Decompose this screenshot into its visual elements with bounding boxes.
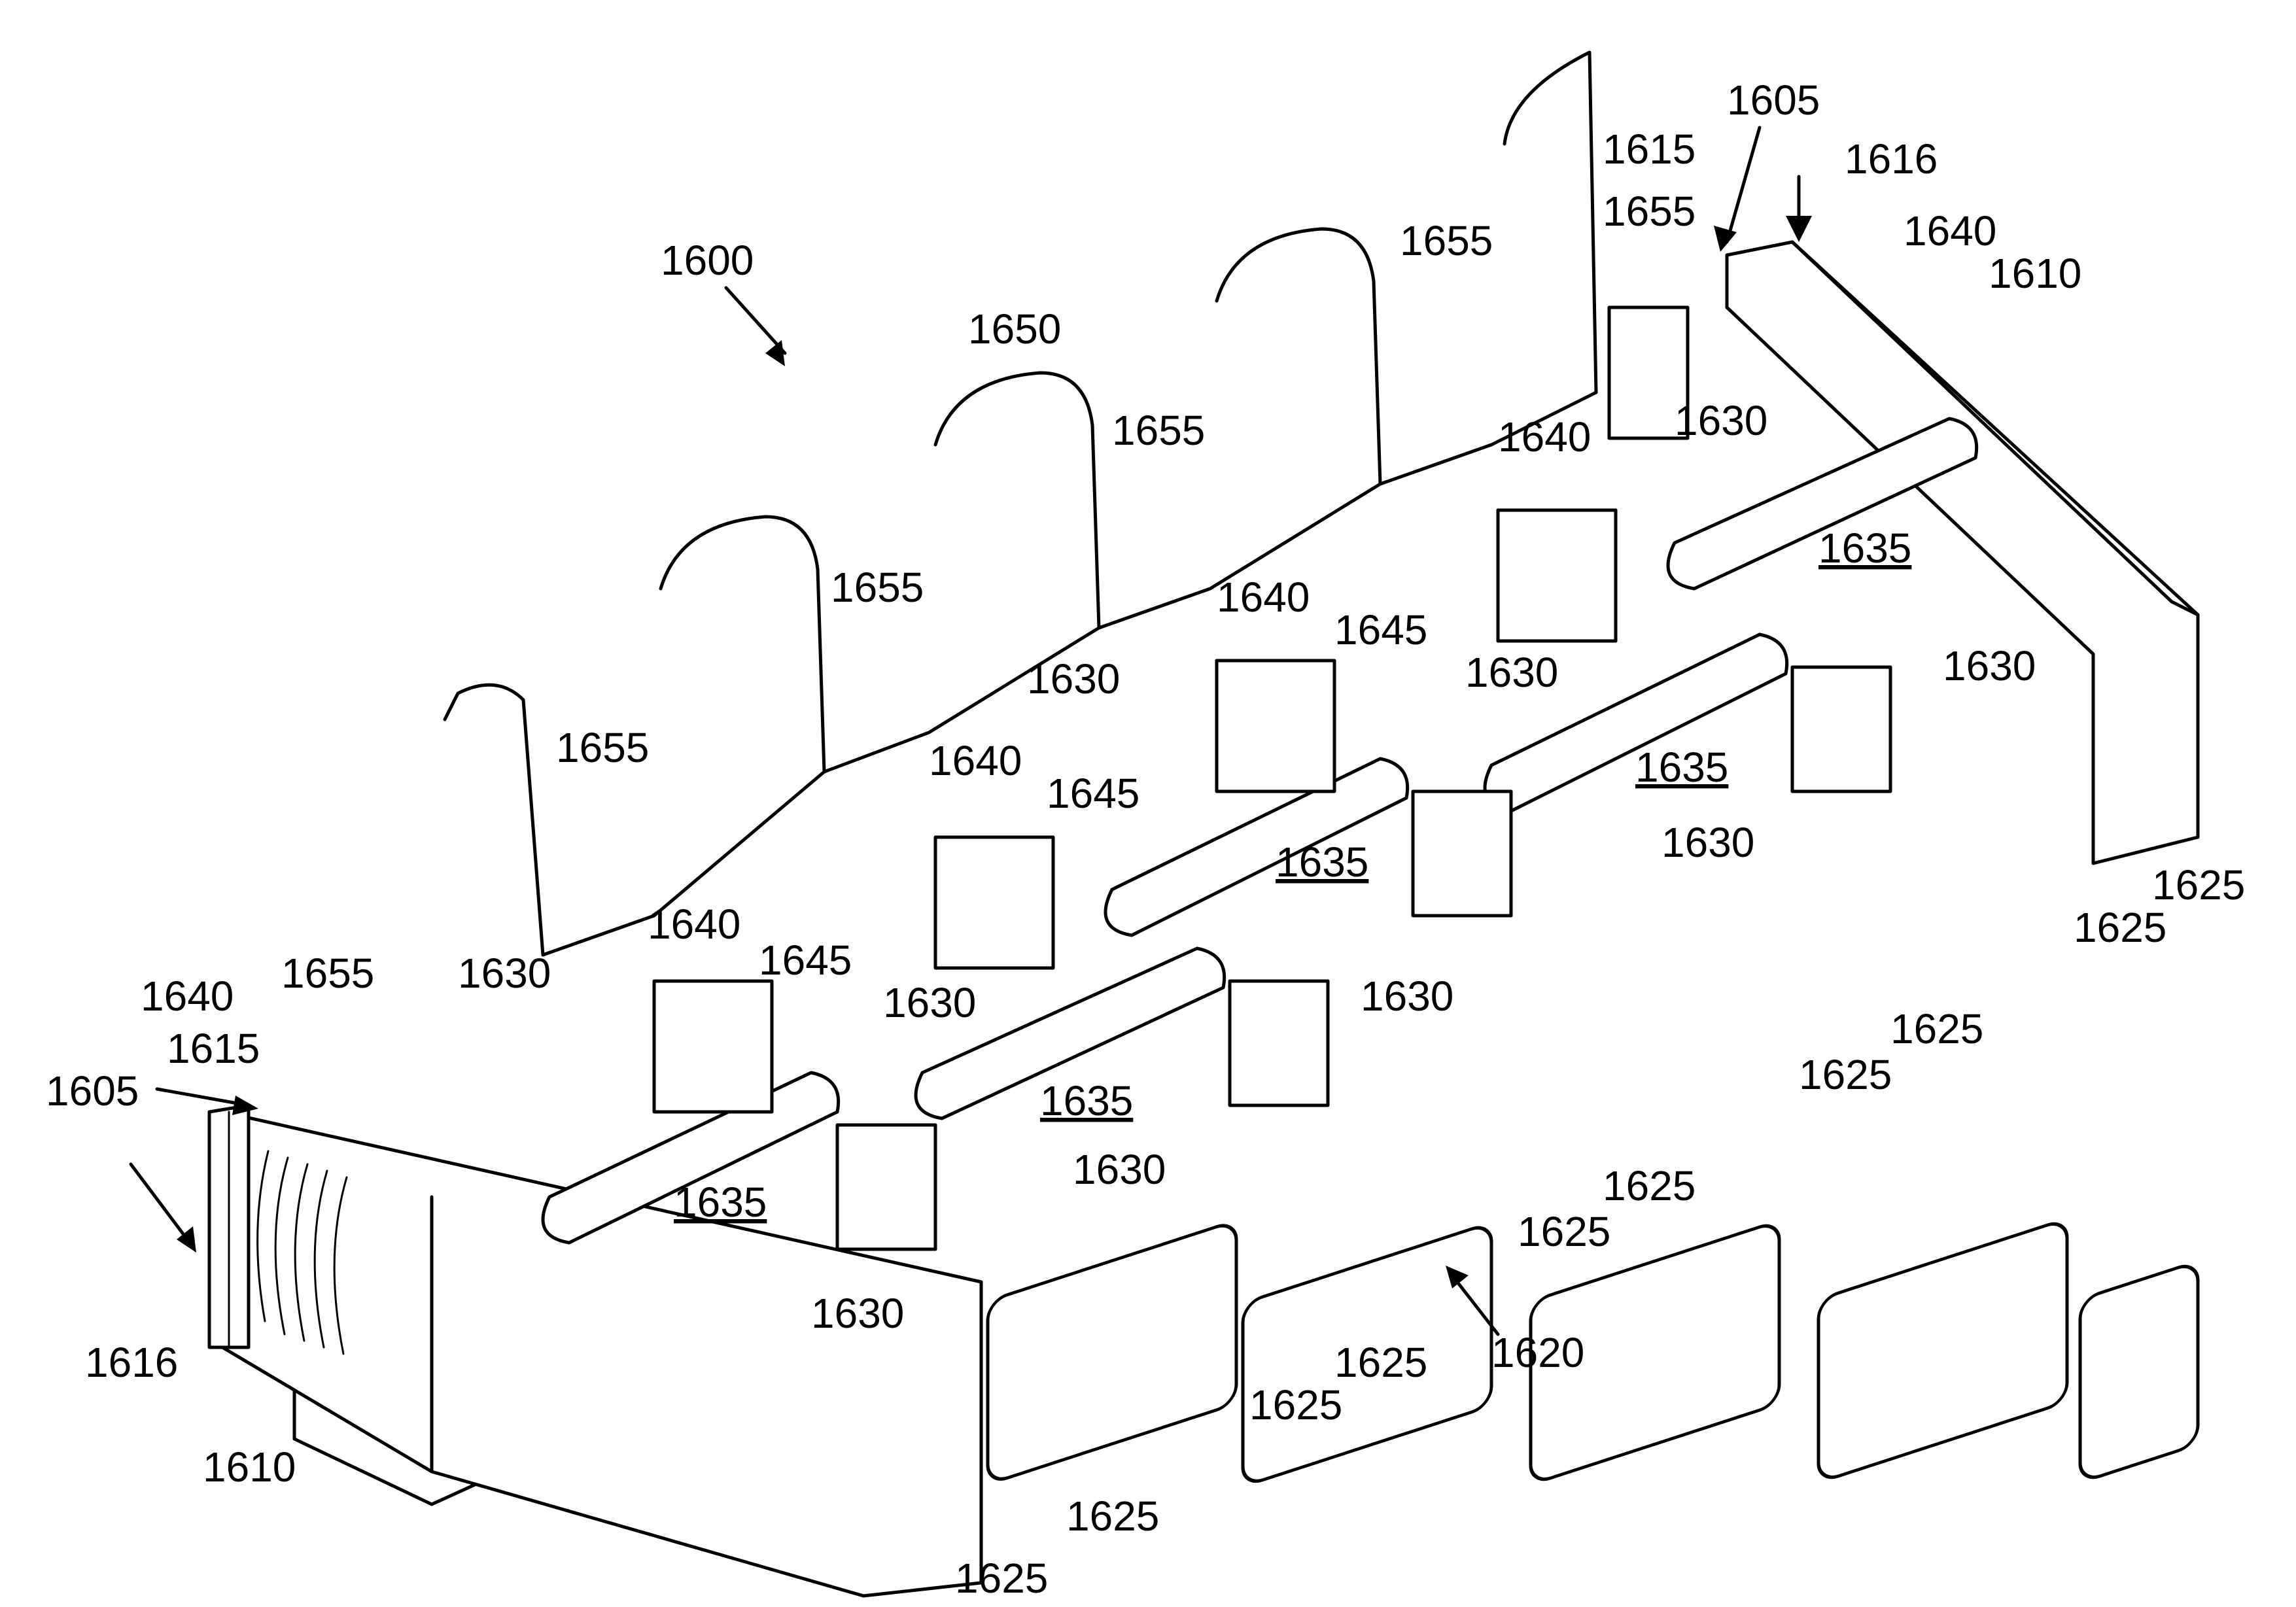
label-1640-b: 1640 bbox=[1498, 413, 1591, 460]
label-1640-top: 1640 bbox=[1904, 207, 1996, 254]
label-1640-e: 1640 bbox=[648, 901, 740, 948]
label-1655-c: 1655 bbox=[1112, 407, 1205, 454]
label-1635-e: 1635 bbox=[674, 1179, 767, 1226]
label-1640-f: 1640 bbox=[141, 973, 234, 1020]
label-1600: 1600 bbox=[661, 237, 754, 284]
label-1610-b: 1610 bbox=[203, 1443, 296, 1491]
label-1630-e: 1630 bbox=[1661, 819, 1754, 866]
label-1625-j: 1625 bbox=[955, 1555, 1048, 1602]
label-1655-b: 1655 bbox=[1400, 217, 1493, 264]
label-1625-c: 1625 bbox=[1890, 1005, 1983, 1052]
label-1640-d: 1640 bbox=[929, 737, 1022, 784]
label-1645-a: 1645 bbox=[1334, 606, 1427, 653]
front-segments bbox=[988, 1218, 2198, 1486]
label-1635-a: 1635 bbox=[1818, 525, 1911, 572]
label-1655-f: 1655 bbox=[281, 950, 374, 997]
label-1625-g: 1625 bbox=[1334, 1339, 1427, 1386]
label-1650: 1650 bbox=[968, 305, 1061, 353]
label-1625-e: 1625 bbox=[1603, 1162, 1696, 1209]
label-1655-d: 1655 bbox=[831, 564, 924, 611]
label-1615-b: 1615 bbox=[167, 1025, 260, 1072]
label-1655-e: 1655 bbox=[556, 724, 649, 771]
label-1615-top: 1615 bbox=[1603, 126, 1696, 173]
label-1630-c: 1630 bbox=[1465, 649, 1558, 696]
label-1620: 1620 bbox=[1491, 1329, 1584, 1376]
label-1616-top: 1616 bbox=[1845, 135, 1938, 182]
label-1635-d: 1635 bbox=[1040, 1077, 1133, 1124]
label-1630-d: 1630 bbox=[1943, 642, 2036, 689]
label-1625-a: 1625 bbox=[2152, 861, 2245, 908]
label-1625-b: 1625 bbox=[2074, 904, 2166, 951]
label-1630-i: 1630 bbox=[1073, 1146, 1166, 1193]
label-1640-c: 1640 bbox=[1217, 574, 1310, 621]
label-1630-b: 1630 bbox=[1027, 655, 1120, 702]
rollers bbox=[543, 419, 1977, 1243]
label-1616-b: 1616 bbox=[85, 1339, 178, 1386]
label-1630-f: 1630 bbox=[458, 950, 551, 997]
label-1630-g: 1630 bbox=[883, 979, 976, 1026]
label-1645-c: 1645 bbox=[759, 937, 852, 984]
label-1630-a: 1630 bbox=[1675, 397, 1767, 444]
label-1630-j: 1630 bbox=[811, 1290, 904, 1337]
contact-slots bbox=[654, 510, 1890, 1249]
label-1625-d: 1625 bbox=[1799, 1051, 1892, 1098]
label-1630-h: 1630 bbox=[1361, 973, 1453, 1020]
label-1635-b: 1635 bbox=[1276, 838, 1368, 886]
label-1655-top: 1655 bbox=[1603, 188, 1696, 235]
label-1610-top: 1610 bbox=[1989, 250, 2081, 297]
label-1635-c: 1635 bbox=[1635, 744, 1728, 791]
label-1625-f: 1625 bbox=[1518, 1208, 1610, 1255]
label-1645-b: 1645 bbox=[1047, 770, 1139, 817]
label-1625-h: 1625 bbox=[1249, 1381, 1342, 1428]
label-1605-b: 1605 bbox=[46, 1067, 139, 1115]
label-1625-i: 1625 bbox=[1066, 1493, 1159, 1540]
label-1605-top: 1605 bbox=[1727, 77, 1820, 124]
